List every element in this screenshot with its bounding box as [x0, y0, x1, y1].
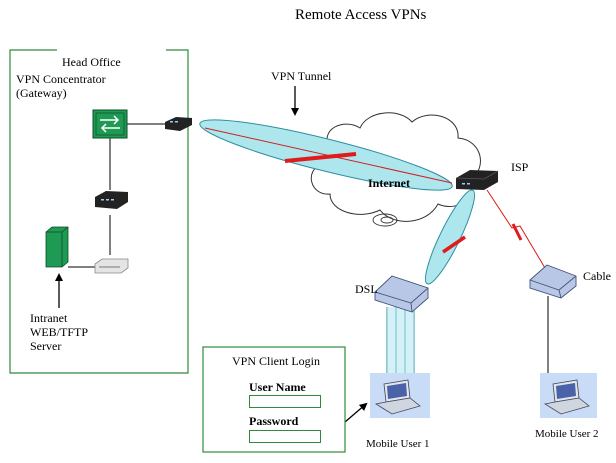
username-label: User Name: [249, 380, 306, 394]
internal-router-icon: [95, 191, 128, 209]
login-box-title: VPN Client Login: [232, 354, 321, 368]
isp-label: ISP: [511, 160, 529, 174]
vpn-tunnel-main: [199, 119, 453, 191]
mobile-user-1-label: Mobile User 1: [366, 438, 430, 450]
vpn-concentrator-label: VPN Concentrator (Gateway): [16, 72, 106, 100]
cable-modem-icon: [529, 264, 577, 299]
cloud-swirl: [372, 213, 398, 227]
intranet-server-icon: [45, 226, 69, 268]
connection-lines: [68, 123, 549, 373]
laptop-user-1-icon: [370, 373, 430, 418]
login-arrow: [344, 402, 368, 423]
cable-label: Cable: [583, 269, 611, 283]
mobile-user-2-label: Mobile User 2: [535, 428, 599, 440]
internet-label: Internet: [368, 176, 410, 190]
vpn-tunnel-label: VPN Tunnel: [271, 69, 332, 83]
isp-router-icon: [455, 170, 499, 190]
username-field: [249, 395, 321, 408]
vpn-concentrator-icon: [92, 109, 128, 139]
cable-link: [486, 189, 546, 269]
vpn-tunnel-dsl: [424, 189, 476, 285]
dsl-link: [386, 307, 415, 373]
laptop-user-2-icon: [540, 373, 597, 418]
head-office-boundary: [9, 49, 189, 374]
intranet-server-label: Intranet WEB/TFTP Server: [30, 311, 89, 353]
password-label: Password: [249, 414, 299, 428]
dsl-modem-icon: [374, 275, 429, 313]
head-office-label: Head Office: [62, 55, 121, 69]
dsl-label: DSL: [355, 282, 378, 296]
diagram-title: Remote Access VPNs: [295, 7, 427, 23]
password-field: [249, 430, 321, 443]
switch-icon: [94, 258, 129, 274]
gateway-router-icon: [165, 117, 192, 131]
